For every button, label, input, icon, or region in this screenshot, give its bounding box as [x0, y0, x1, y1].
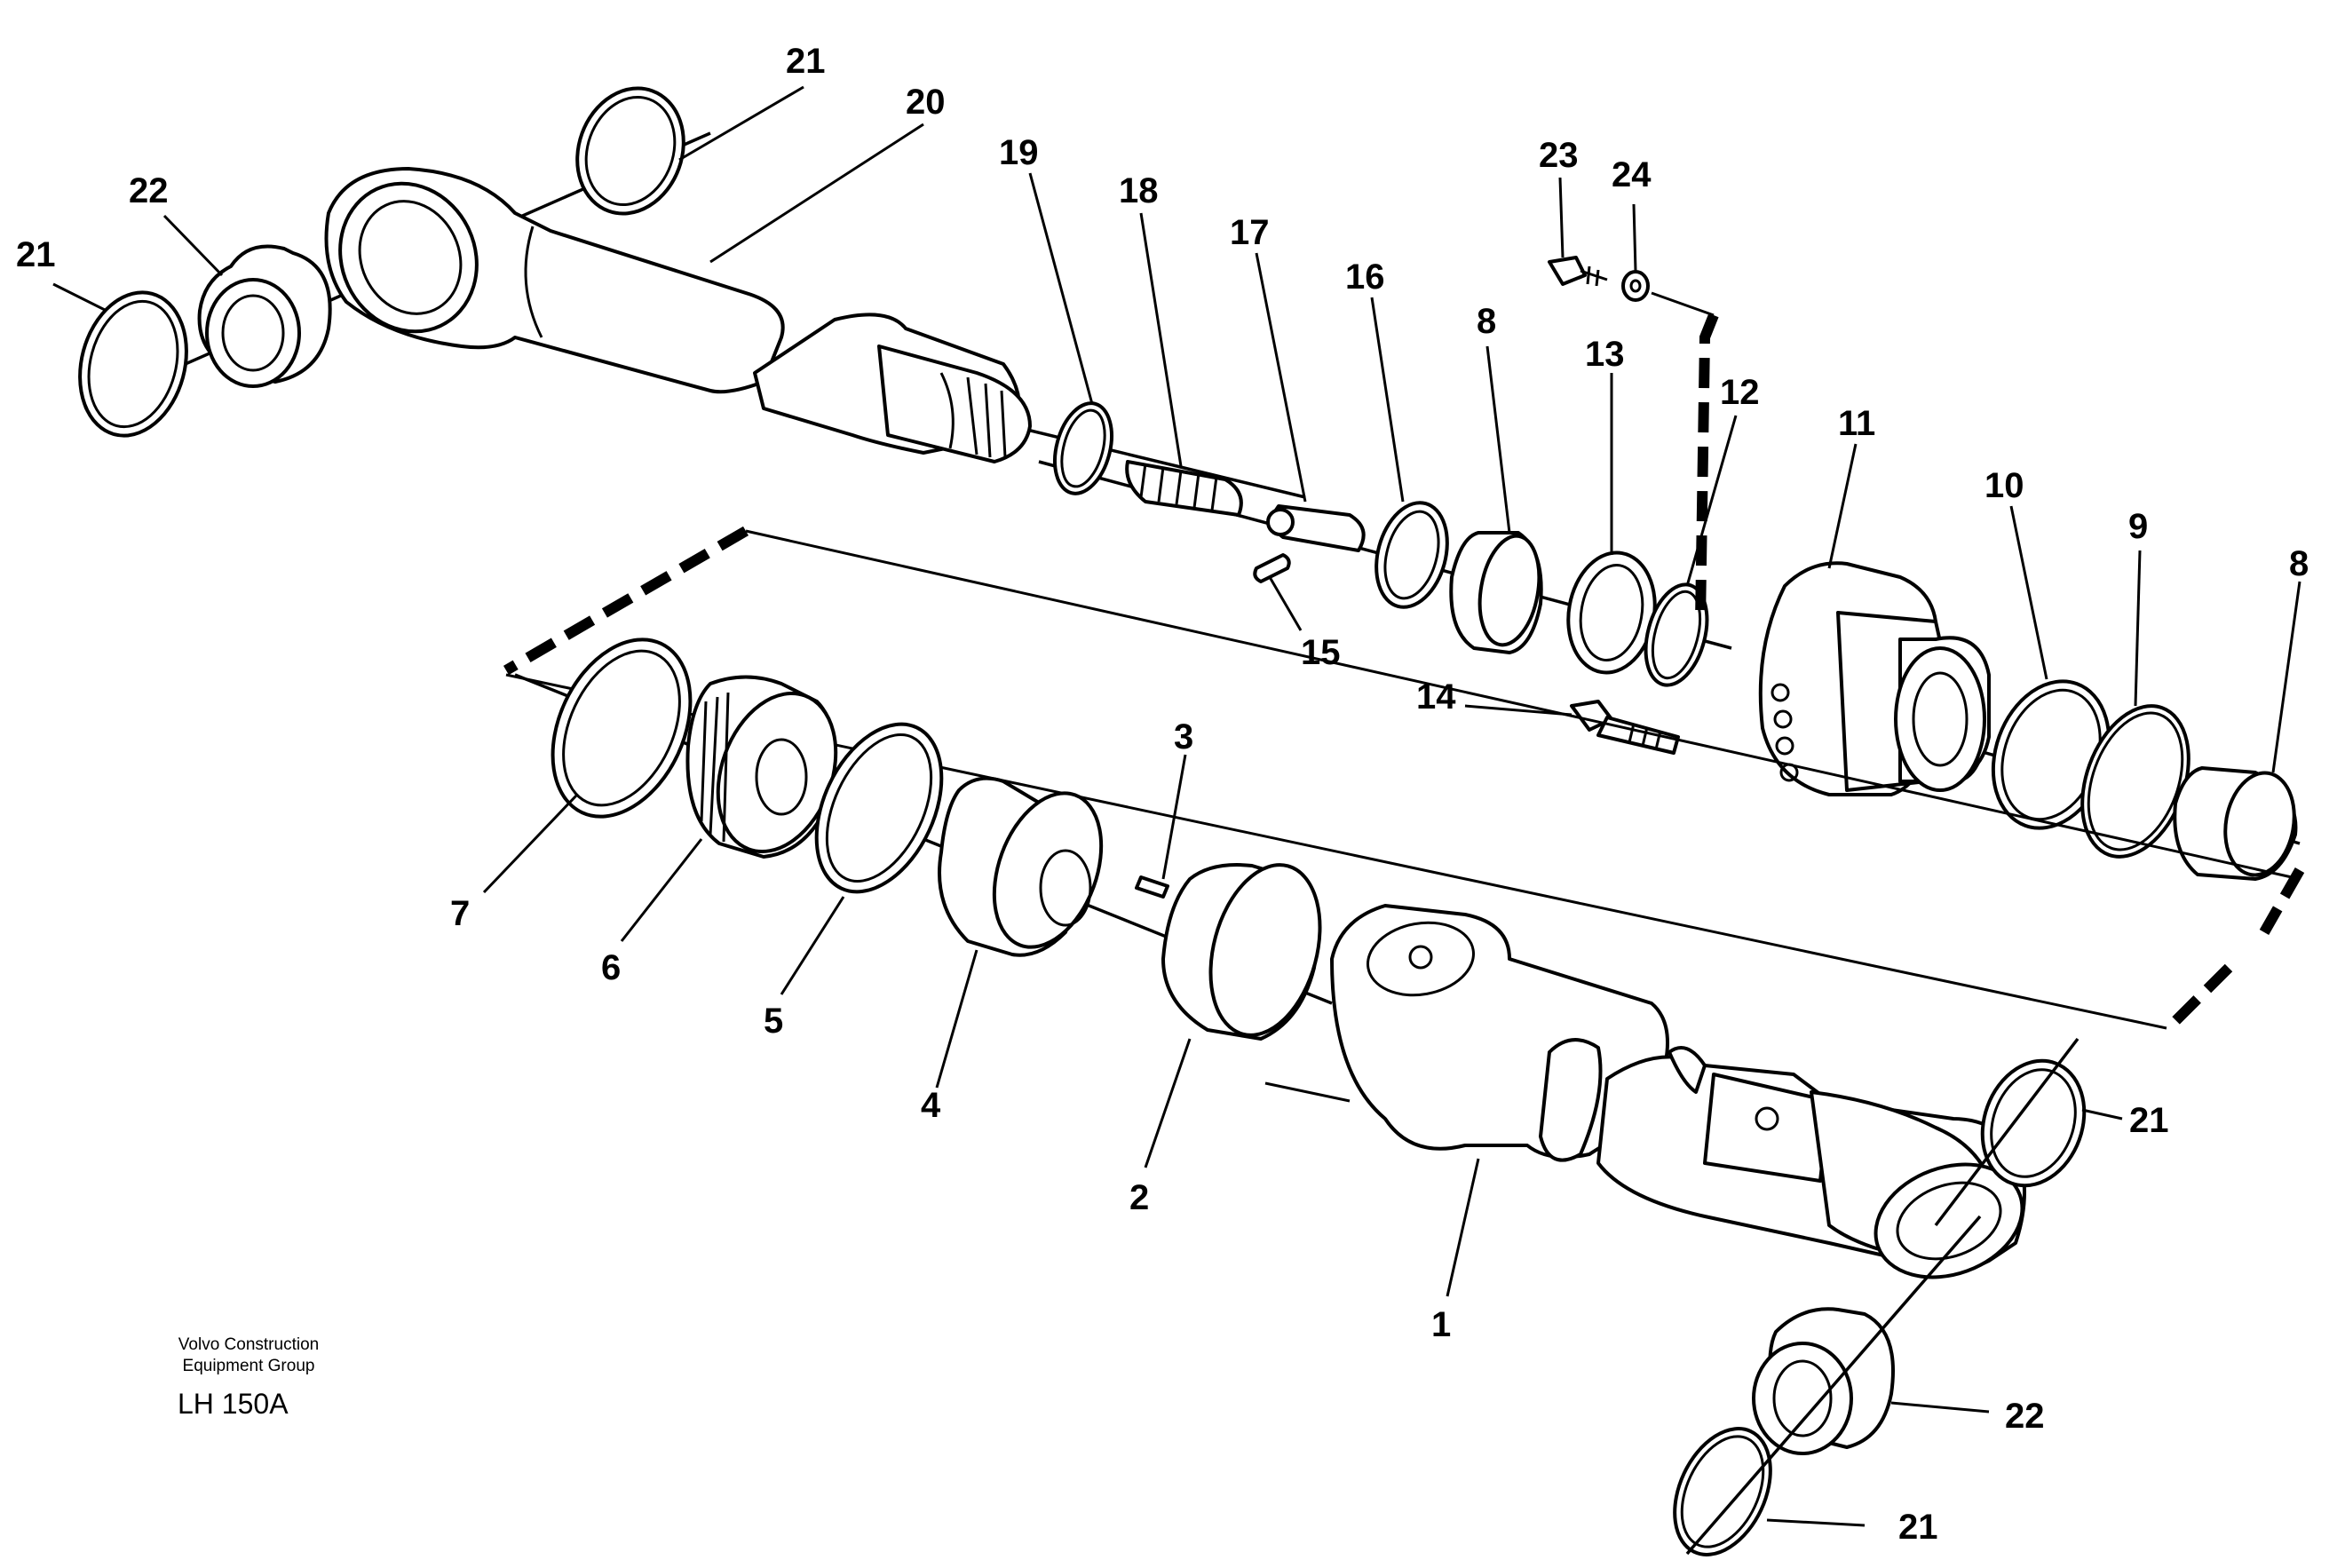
callout-4: 4 — [921, 1086, 941, 1125]
callout-19: 19 — [999, 133, 1039, 172]
callout-24: 24 — [1612, 155, 1652, 194]
callout-23: 23 — [1539, 136, 1579, 175]
valve-pin-part-17 — [1266, 504, 1366, 552]
seal-ring-part-5 — [814, 722, 944, 894]
guide-ring-part-7 — [551, 637, 693, 819]
circlip-part-21-top — [575, 86, 685, 216]
callout-20: 20 — [906, 83, 946, 122]
bushing-part-2 — [1161, 863, 1322, 1041]
callout-21-left: 21 — [16, 235, 56, 274]
callout-9: 9 — [2128, 507, 2148, 546]
circlip-part-21-left — [78, 290, 188, 438]
spherical-bearing-part-22-bottom — [1752, 1307, 1895, 1455]
callout-7: 7 — [450, 894, 470, 933]
callout-21-lower-right: 21 — [2129, 1101, 2169, 1140]
piston-nut-part-4 — [938, 776, 1104, 957]
callout-21-bottom: 21 — [1898, 1508, 1938, 1547]
cylinder-tube-part-1 — [1264, 904, 2026, 1279]
callout-10: 10 — [1984, 466, 2024, 505]
pin-part-15 — [1253, 553, 1291, 583]
callout-6: 6 — [601, 948, 621, 987]
manufacturer-line-2: Equipment Group — [182, 1357, 315, 1375]
callout-2: 2 — [1129, 1178, 1149, 1217]
circlip-part-21-lower-right — [1934, 1037, 2087, 1227]
callout-1: 1 — [1431, 1305, 1451, 1344]
o-ring-part-19 — [1053, 401, 1113, 495]
callout-3: 3 — [1174, 717, 1193, 756]
o-ring-part-12 — [1644, 582, 1709, 687]
callout-8-upper: 8 — [1477, 302, 1496, 341]
cylinder-head-part-11 — [1758, 561, 1991, 796]
manufacturer-line-1: Volvo Construction — [178, 1335, 320, 1354]
ring-part-10 — [1991, 679, 2111, 830]
spherical-bearing-part-22-top — [197, 244, 332, 388]
circlip-part-21-bottom — [1673, 1215, 1982, 1556]
callout-5: 5 — [764, 1002, 783, 1041]
callout-8-lower: 8 — [2289, 544, 2309, 583]
piston-rod-part-20 — [324, 167, 1032, 463]
piston-part-6 — [685, 675, 838, 859]
drawing-model-code: LH 150A — [178, 1388, 289, 1420]
callout-22-bottom: 22 — [2005, 1397, 2045, 1436]
callout-22-top: 22 — [129, 171, 169, 210]
callout-16: 16 — [1345, 257, 1385, 297]
screw-part-23 — [1548, 256, 1608, 287]
ring-part-16 — [1374, 501, 1449, 609]
o-ring-part-9 — [2080, 704, 2190, 859]
check-valve-part-18 — [1125, 460, 1243, 517]
callout-labels: 21 20 22 21 19 18 17 16 8 23 24 13 12 11… — [16, 42, 2309, 1547]
callout-14: 14 — [1416, 677, 1456, 717]
leader-lines — [52, 85, 2301, 1527]
callout-13: 13 — [1585, 335, 1625, 374]
callout-18: 18 — [1119, 171, 1159, 210]
callout-17: 17 — [1230, 213, 1270, 252]
callout-11: 11 — [1838, 404, 1875, 443]
manufacturer-name: Volvo Construction Equipment Group — [115, 1334, 382, 1377]
bushing-part-8-lower — [2173, 766, 2298, 881]
bushing-part-8-upper — [1449, 531, 1543, 654]
callout-15: 15 — [1301, 633, 1341, 672]
set-screw-part-3 — [1135, 875, 1169, 899]
callout-21-top: 21 — [786, 42, 826, 81]
washer-part-24 — [1621, 270, 1715, 317]
callout-12: 12 — [1720, 373, 1760, 412]
